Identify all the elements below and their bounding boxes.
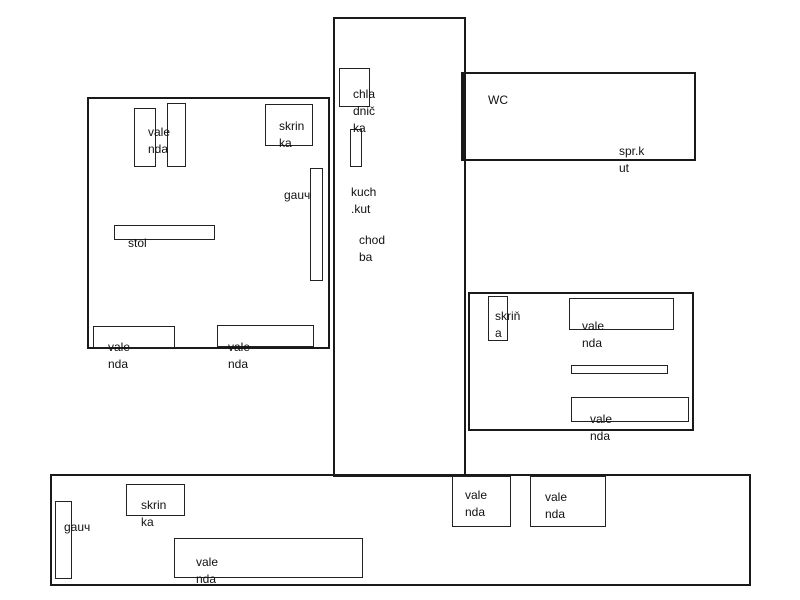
left-table-label: stol [128, 236, 147, 250]
kitchen-label: kuch .kut [351, 185, 377, 216]
right-shelf [571, 365, 668, 374]
fridge-box [339, 68, 370, 107]
fridge-label: chla dnič ka [353, 87, 376, 135]
left-wardrobe-label: vale nda [148, 125, 171, 156]
bottom-center-unit-1 [452, 476, 511, 527]
bottom-center-unit-1-label: vale nda [465, 488, 488, 519]
left-cabinet-label: skrin ka [279, 119, 305, 150]
wc-label: WC [488, 93, 508, 107]
bottom-room [50, 474, 751, 586]
kitchen-counter [350, 129, 362, 167]
left-sofa-label: gauч [284, 188, 311, 202]
left-bottom-unit-2-label: vale nda [228, 340, 251, 371]
bottom-center-unit-2 [530, 476, 606, 527]
right-room [468, 292, 694, 431]
left-sofa [310, 168, 323, 281]
left-room [87, 97, 330, 349]
corridor-room [333, 17, 466, 477]
left-wardrobe-1 [134, 108, 156, 167]
bottom-wide-unit [174, 538, 363, 578]
right-cabinet-label: skriň a [495, 309, 521, 340]
bottom-wide-unit-label: vale nda [196, 555, 219, 586]
left-cabinet [265, 104, 313, 146]
bottom-center-unit-2-label: vale nda [545, 490, 568, 521]
bottom-cabinet-label: skrin ka [141, 498, 167, 529]
hallway-label: chod ba [359, 233, 386, 264]
left-table [114, 225, 215, 240]
left-bottom-unit-2 [217, 325, 314, 347]
right-bottom-unit [571, 397, 689, 422]
bottom-sofa-label: gauч [64, 520, 91, 534]
shower-label: spr.k ut [619, 144, 645, 175]
wc-room [461, 72, 696, 161]
left-bottom-unit-1-label: vale nda [108, 340, 131, 371]
left-bottom-unit-1 [93, 326, 175, 348]
bottom-sofa [55, 501, 72, 579]
right-cabinet [488, 296, 508, 341]
right-top-unit [569, 298, 674, 330]
bottom-cabinet [126, 484, 185, 516]
left-wardrobe-2 [167, 103, 186, 167]
right-bottom-unit-label: vale nda [590, 412, 613, 443]
right-top-unit-label: vale nda [582, 319, 605, 350]
